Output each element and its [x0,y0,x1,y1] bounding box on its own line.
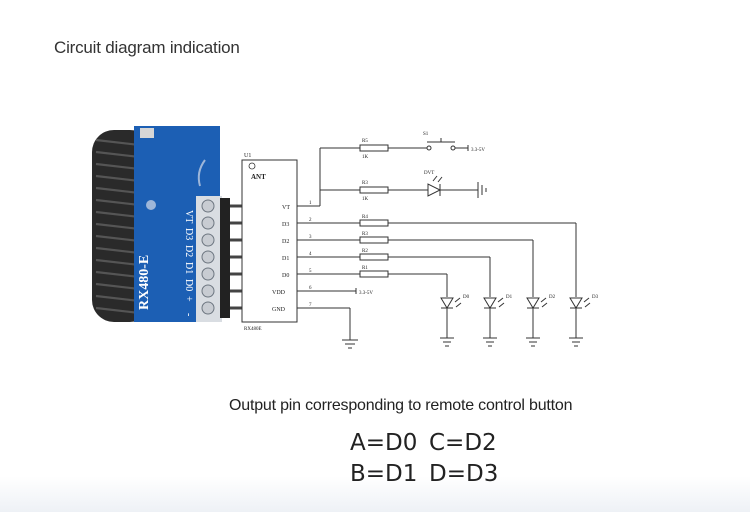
output-leds [440,297,591,347]
vdd-supply-label: 3.3-5V [359,291,373,296]
circuit-diagram: RX480-E VT D3 D2 D1 D0 + - U1 ANT [92,126,599,349]
s1-ref: S1 [423,132,429,137]
r3b-ref: R3 [362,232,368,237]
button-pin-mapping: A=D0 C=D2 B=D1 D=D3 [350,428,498,490]
r2-ref: R2 [362,249,368,254]
board-mark-d1: D1 [183,262,194,274]
mapping-row: B=D1 D=D3 [350,459,498,490]
ic-pin-5: 5 [309,269,312,274]
r5-ref: R5 [362,139,368,144]
supply-label: 3.3-5V [471,148,485,153]
ic-pin-label-gnd: GND [272,307,286,313]
data-resistor-labels: R4 R3 R2 R1 3.3-5V [359,215,373,296]
vt-branches [319,138,487,206]
led-label-d3: D3 [592,295,599,300]
board-mark-plus: + [183,296,194,302]
board-pin-marks: VT D3 D2 D1 D0 + - [183,210,194,316]
r3-ref: R3 [362,181,368,186]
mapping-d: D=D3 [429,461,499,487]
ic-part: RX480E [244,327,262,332]
ic-ant-label: ANT [251,173,266,181]
board-mark-d2: D2 [183,245,194,257]
mapping-a: A=D0 [350,430,418,456]
ic-pin-4: 4 [309,252,312,257]
r3-value: 1K [362,197,369,202]
mapping-c: C=D2 [429,430,497,456]
page-heading: Circuit diagram indication [54,38,240,57]
led-d2 [526,297,548,347]
ic-pin-label-d2: D2 [282,239,289,245]
data-resistors [342,219,577,349]
led-label-d2: D2 [549,295,556,300]
ic-pin-label-vt: VT [282,205,290,211]
ic-pin-label-d0: D0 [282,273,289,279]
ic-ref: U1 [244,153,251,159]
board-mark-vt: VT [183,210,194,223]
led-d0 [440,297,462,347]
board-mark-d3: D3 [183,228,194,240]
led-d1 [483,297,505,347]
pin-mapping-heading: Output pin corresponding to remote contr… [229,397,573,414]
led-label-d0: D0 [463,295,470,300]
led-label-d1: D1 [506,295,513,300]
led-d3 [569,297,591,347]
r5-value: 1K [362,155,369,160]
ic-pin-2: 2 [309,218,312,223]
led-labels: D0 D1 D2 D3 [463,295,599,300]
mapping-b: B=D1 [350,461,418,487]
r1-ref: R1 [362,266,368,271]
board-mark-d0: D0 [183,279,194,291]
ic-u1: U1 ANT VT D3 D2 D1 D0 VDD GND RX480E [241,153,298,332]
dvt-ref: DVT [424,171,434,176]
module-name: RX480-E [137,255,152,310]
r4-ref: R4 [362,215,368,220]
ic-pin-7: 7 [309,303,312,308]
ic-pin-6: 6 [309,286,312,291]
ic-pin-3: 3 [309,235,312,240]
ic-pin-numbers: 1 2 3 4 5 6 7 [309,201,312,308]
ic-output-leads [297,205,360,309]
vt-branch-labels: R5 1K S1 3.3-5V R3 1K DVT [362,132,485,202]
ic-pin-1: 1 [309,201,312,206]
ic-pin-label-vdd: VDD [272,290,286,296]
board-mark-minus: - [183,313,194,316]
ic-pin-label-d3: D3 [282,222,289,228]
ic-pin-label-d1: D1 [282,256,289,262]
mapping-row: A=D0 C=D2 [350,428,498,459]
header-pins [196,196,276,322]
